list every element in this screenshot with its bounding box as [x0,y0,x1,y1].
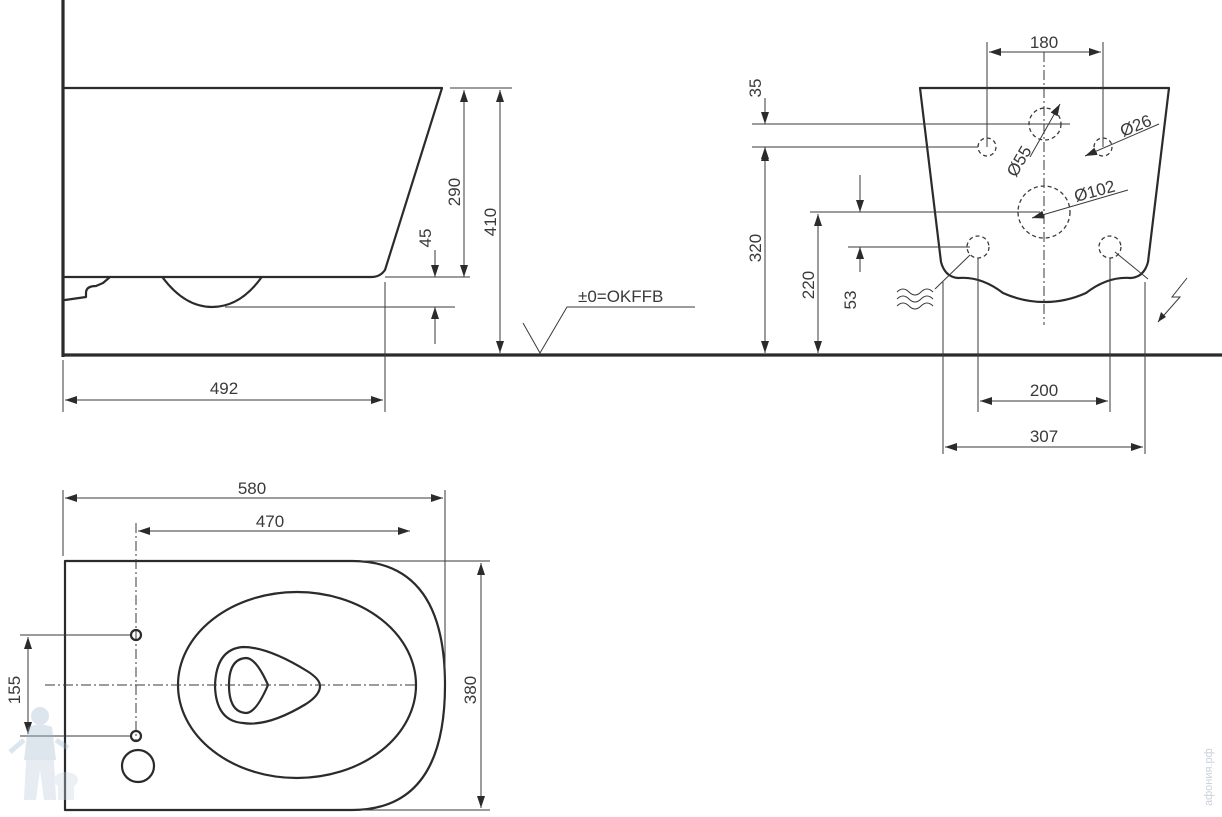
outlet-hole [1017,185,1071,239]
foot-hole-left [966,235,990,259]
watermark: афония.рф [1203,748,1215,806]
dim-155: 155 [5,676,24,704]
bowl-outlet-outer [213,645,322,725]
dim-410: 410 [481,208,500,236]
dim-35: 35 [746,79,765,98]
mount-bolt-lower [129,729,143,743]
dim-290: 290 [445,178,464,206]
floor-reference-label: ±0=OKFFB [578,287,663,306]
lightning-icon [1114,251,1188,323]
dim-380: 380 [461,676,480,704]
dim-d26: Ø26 [1117,111,1154,141]
top-view: 580 470 155 380 [5,479,490,812]
bowl-side-profile [63,86,444,302]
water-waves-icon [896,254,971,310]
bowl-siphon-curve [161,276,263,309]
dim-d102: Ø102 [1072,177,1117,206]
dim-53: 53 [841,291,860,310]
bowl-outlet-inner [227,656,270,715]
side-view: 290 410 45 492 ±0=OKFFB [61,0,1222,412]
dim-307: 307 [1030,427,1058,446]
supply-hole [120,748,156,784]
dim-470: 470 [256,512,284,531]
dim-492: 492 [210,379,238,398]
bowl-rear-profile [918,86,1171,304]
rear-view: 180 35 320 220 53 Ø55 Ø26 Ø102 [746,33,1188,454]
dim-45: 45 [416,229,435,248]
bowl-top-outline [63,559,447,812]
plumber-mascot-icon [8,707,78,800]
dim-220: 220 [799,271,818,299]
dim-200: 200 [1030,381,1058,400]
floor-reference-symbol [522,306,695,355]
dim-d55: Ø55 [1003,143,1036,180]
dim-580: 580 [238,479,266,498]
dim-180: 180 [1030,33,1058,52]
mount-bolt-upper [129,628,143,642]
dim-320: 320 [746,234,765,262]
